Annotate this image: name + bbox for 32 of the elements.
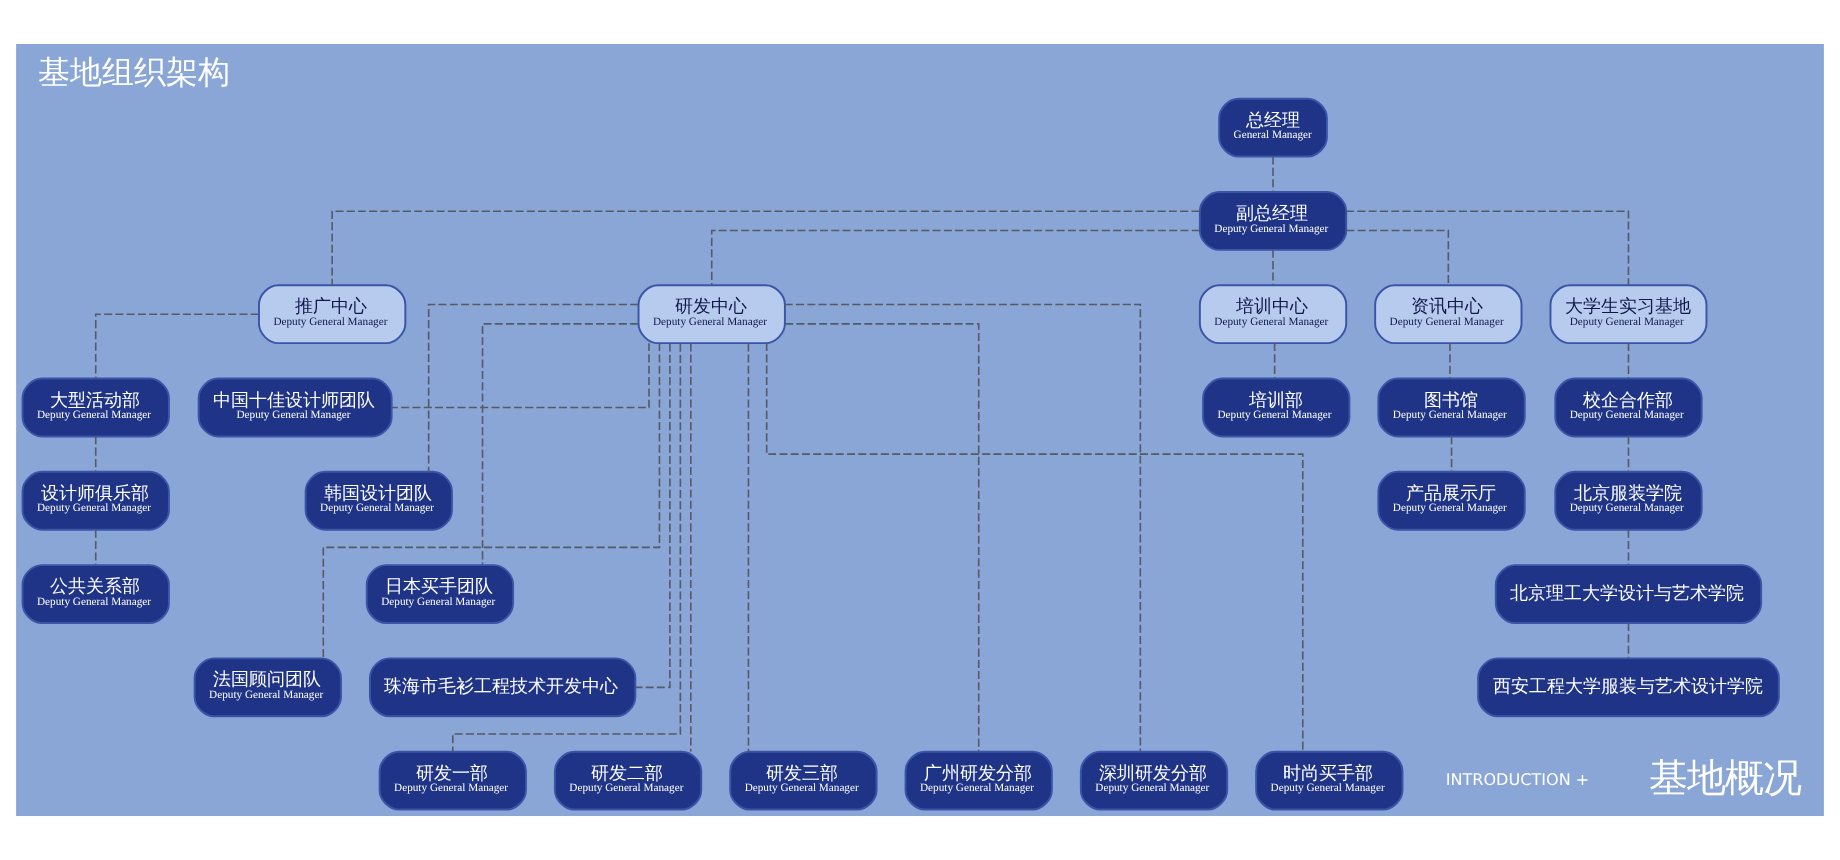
label: INTRODUCTION + <box>1445 770 1590 789</box>
connector <box>634 342 671 689</box>
connector <box>747 342 750 753</box>
connector <box>1627 528 1630 566</box>
connector <box>1272 249 1274 286</box>
connector <box>1627 622 1630 659</box>
connector <box>1627 342 1630 379</box>
connector <box>1345 210 1630 286</box>
connector <box>784 303 1142 753</box>
diagram-title: 基地组织架构 <box>37 52 230 91</box>
connector <box>391 342 650 409</box>
connector <box>1272 155 1274 193</box>
connector <box>481 323 639 566</box>
connector <box>784 323 980 753</box>
node-box: 珠海市毛衫工程技术开发中心 <box>369 657 637 718</box>
node-box: 北京理工大学设计与艺术学院 <box>1494 564 1763 624</box>
node-box: 西安工程大学服装与艺术设计学院 <box>1477 657 1780 718</box>
connector <box>322 342 661 660</box>
connector <box>331 210 1200 286</box>
connector <box>94 435 97 473</box>
connector <box>1450 435 1453 473</box>
connector <box>710 229 1201 286</box>
connector <box>1449 342 1451 379</box>
connector <box>1345 229 1450 286</box>
connector <box>427 303 639 473</box>
label: 基地概况 <box>1648 754 1801 801</box>
connector <box>1627 435 1630 473</box>
connector <box>94 528 97 566</box>
connector <box>765 342 1304 753</box>
connector <box>690 342 692 753</box>
connector <box>94 313 260 380</box>
connector <box>1273 342 1276 379</box>
